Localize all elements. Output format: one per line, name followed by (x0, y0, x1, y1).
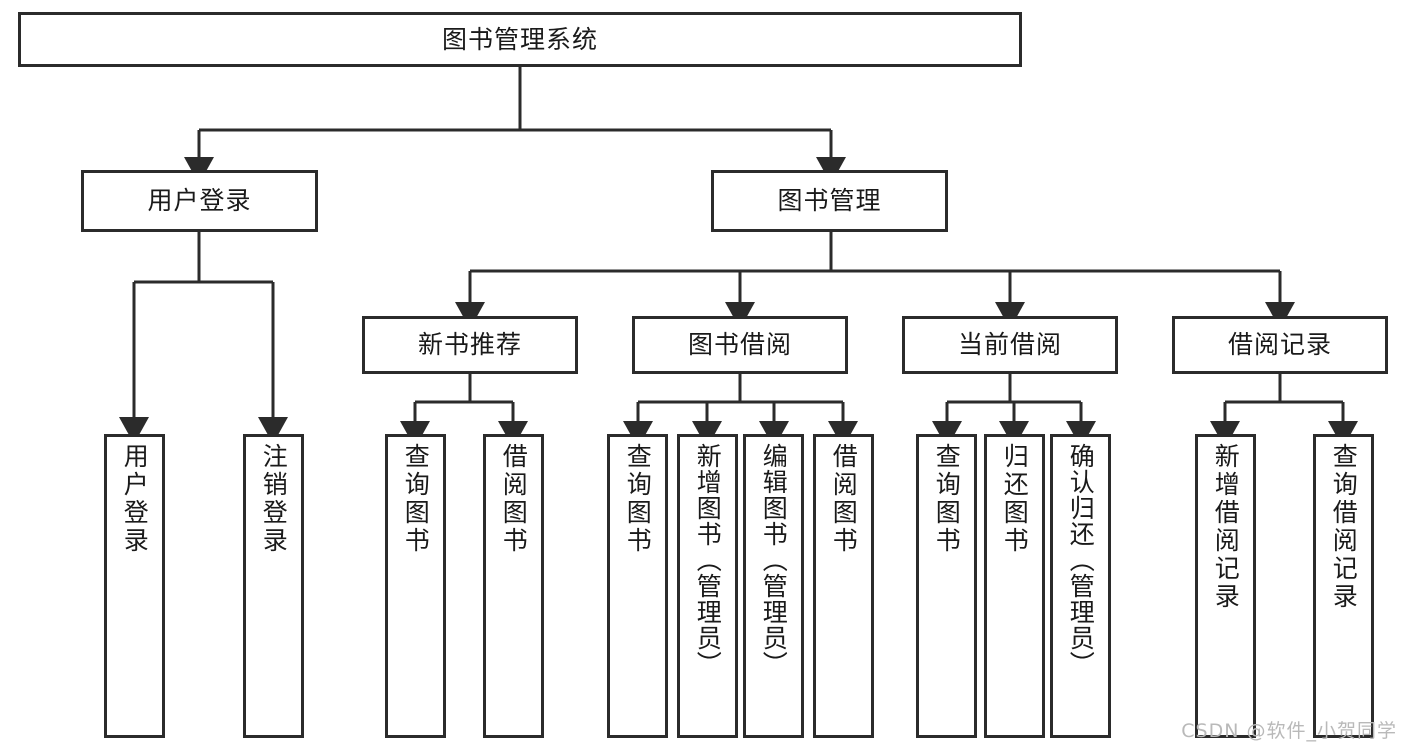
node-leaf-borrow-record-add[interactable]: 新增借阅记录 (1195, 434, 1256, 738)
node-current-borrow[interactable]: 当前借阅 (902, 316, 1118, 374)
node-book-management[interactable]: 图书管理 (711, 170, 948, 232)
node-leaf-book-borrow-borrow[interactable]: 借阅图书 (813, 434, 874, 738)
node-leaf-new-book-query-label: 查询图书 (401, 443, 431, 555)
node-book-borrow-label: 图书借阅 (687, 330, 792, 359)
node-leaf-current-borrow-query[interactable]: 查询图书 (916, 434, 977, 738)
node-leaf-user-login-signout[interactable]: 注销登录 (243, 434, 304, 738)
node-leaf-book-borrow-query-label: 查询图书 (623, 443, 653, 555)
node-leaf-new-book-borrow[interactable]: 借阅图书 (483, 434, 544, 738)
node-leaf-new-book-query[interactable]: 查询图书 (385, 434, 446, 738)
csdn-watermark: CSDN @软件_小贺同学 (1181, 720, 1397, 742)
node-leaf-current-borrow-confirm[interactable]: 确认归还（管理员） (1050, 434, 1111, 738)
node-leaf-book-borrow-borrow-label: 借阅图书 (829, 443, 859, 555)
node-book-management-label: 图书管理 (777, 186, 882, 215)
node-borrow-record[interactable]: 借阅记录 (1172, 316, 1388, 374)
node-user-login-label: 用户登录 (147, 186, 252, 215)
node-new-book-recommend[interactable]: 新书推荐 (362, 316, 578, 374)
node-leaf-current-borrow-return-label: 归还图书 (1000, 443, 1030, 555)
node-leaf-book-borrow-query[interactable]: 查询图书 (607, 434, 668, 738)
node-current-borrow-label: 当前借阅 (957, 330, 1062, 359)
node-user-login[interactable]: 用户登录 (81, 170, 318, 232)
node-leaf-book-borrow-edit[interactable]: 编辑图书（管理员） (743, 434, 804, 738)
node-leaf-new-book-borrow-label: 借阅图书 (499, 443, 529, 555)
node-new-book-recommend-label: 新书推荐 (417, 330, 522, 359)
node-leaf-book-borrow-edit-label: 编辑图书（管理员） (759, 443, 789, 677)
node-leaf-borrow-record-query-label: 查询借阅记录 (1329, 443, 1359, 611)
node-leaf-user-login-signin[interactable]: 用户登录 (104, 434, 165, 738)
node-leaf-book-borrow-add[interactable]: 新增图书（管理员） (677, 434, 738, 738)
node-leaf-borrow-record-add-label: 新增借阅记录 (1211, 443, 1241, 611)
node-book-borrow[interactable]: 图书借阅 (632, 316, 848, 374)
node-root-system-label: 图书管理系统 (441, 24, 598, 54)
node-leaf-book-borrow-add-label: 新增图书（管理员） (693, 443, 723, 677)
node-leaf-user-login-signout-label: 注销登录 (259, 443, 289, 555)
node-leaf-current-borrow-return[interactable]: 归还图书 (984, 434, 1045, 738)
node-root-system[interactable]: 图书管理系统 (18, 12, 1022, 67)
node-leaf-borrow-record-query[interactable]: 查询借阅记录 (1313, 434, 1374, 738)
node-borrow-record-label: 借阅记录 (1227, 330, 1332, 359)
node-leaf-current-borrow-confirm-label: 确认归还（管理员） (1066, 443, 1096, 677)
node-leaf-current-borrow-query-label: 查询图书 (932, 443, 962, 555)
node-leaf-user-login-signin-label: 用户登录 (120, 443, 150, 555)
